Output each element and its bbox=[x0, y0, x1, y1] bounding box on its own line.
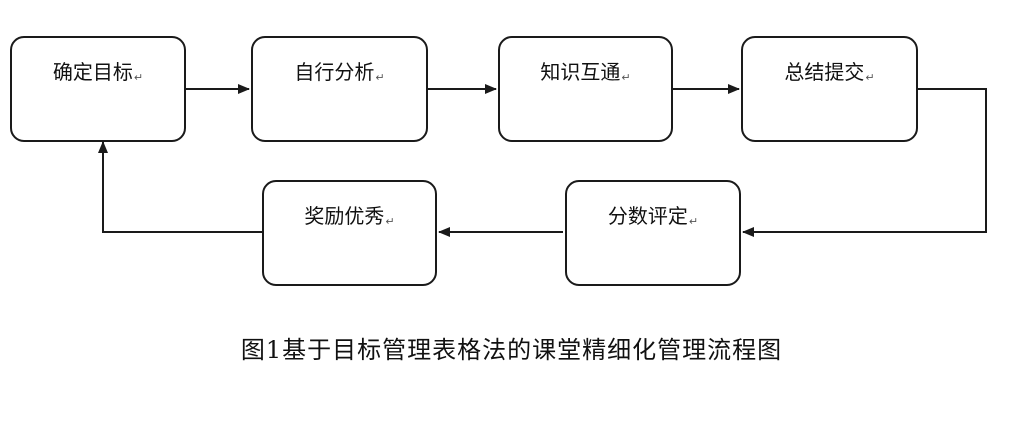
arrow-reward-to-goal bbox=[98, 141, 262, 233]
node-score-evaluation-label: 分数评定↵ bbox=[607, 204, 699, 228]
arrow-summary-to-scoring bbox=[742, 88, 987, 237]
paragraph-mark-icon: ↵ bbox=[621, 71, 631, 84]
paragraph-mark-icon: ↵ bbox=[375, 71, 385, 84]
paragraph-mark-icon: ↵ bbox=[385, 215, 395, 228]
paragraph-mark-icon: ↵ bbox=[133, 71, 144, 84]
node-knowledge-exchange-label: 知识互通↵ bbox=[540, 60, 631, 84]
node-set-goal: 确定目标↵ bbox=[10, 36, 186, 142]
node-score-evaluation: 分数评定↵ bbox=[565, 180, 741, 286]
node-set-goal-label: 确定目标↵ bbox=[52, 60, 144, 84]
node-summary-submit: 总结提交↵ bbox=[741, 36, 918, 142]
node-knowledge-exchange: 知识互通↵ bbox=[498, 36, 673, 142]
node-reward-excellence: 奖励优秀↵ bbox=[262, 180, 437, 286]
figure-caption: 图1基于目标管理表格法的课堂精细化管理流程图 bbox=[240, 336, 783, 364]
node-self-analysis-label: 自行分析↵ bbox=[294, 60, 385, 84]
paragraph-mark-icon: ↵ bbox=[688, 215, 699, 228]
node-self-analysis: 自行分析↵ bbox=[251, 36, 428, 142]
paragraph-mark-icon: ↵ bbox=[865, 71, 875, 84]
node-summary-submit-label: 总结提交↵ bbox=[784, 60, 875, 84]
node-reward-excellence-label: 奖励优秀↵ bbox=[304, 204, 395, 228]
